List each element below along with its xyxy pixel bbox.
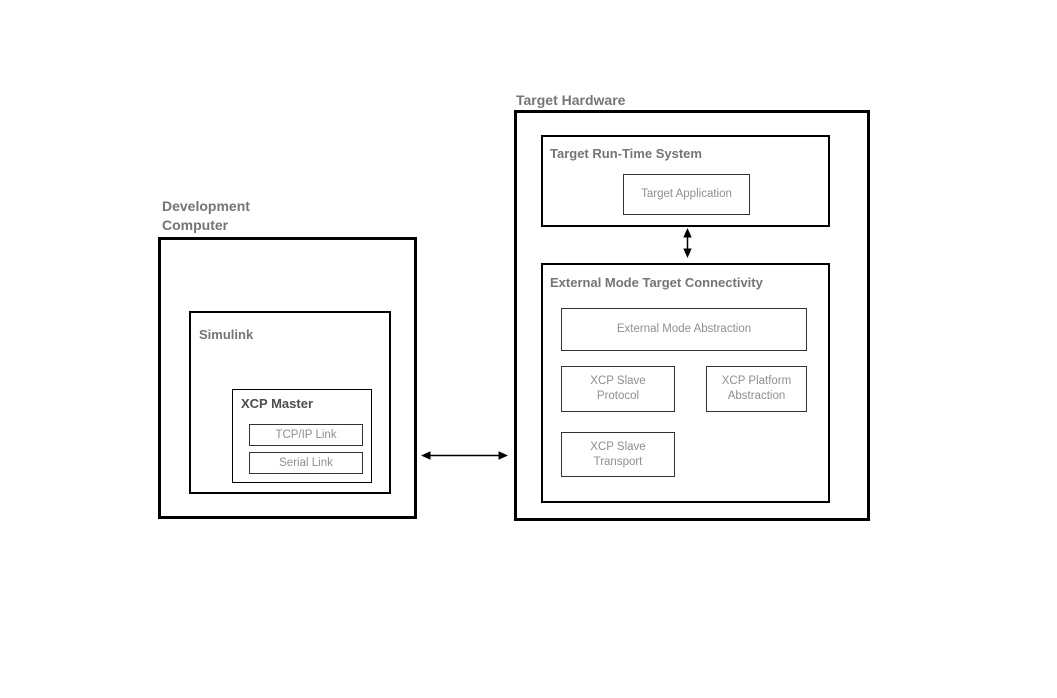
external-mode-target-connectivity-label: External Mode Target Connectivity [550,275,763,290]
target-application-box: Target Application [623,174,750,215]
xcp-slave-protocol-box: XCP Slave Protocol [561,366,675,412]
xcp-slave-transport-box: XCP Slave Transport [561,432,675,477]
development-computer-label: Development Computer [162,198,250,233]
external-mode-abstraction-box: External Mode Abstraction [561,308,807,351]
xcp-platform-abstraction-box: XCP Platform Abstraction [706,366,807,412]
simulink-label: Simulink [199,327,254,342]
target-hardware-label: Target Hardware [516,92,626,108]
dev-to-target-arrow [421,451,508,460]
xcp-master-label: XCP Master [241,396,314,411]
serial-link-box: Serial Link [249,452,363,474]
tcpip-link-box: TCP/IP Link [249,424,363,446]
target-runtime-system-label: Target Run-Time System [550,146,702,161]
